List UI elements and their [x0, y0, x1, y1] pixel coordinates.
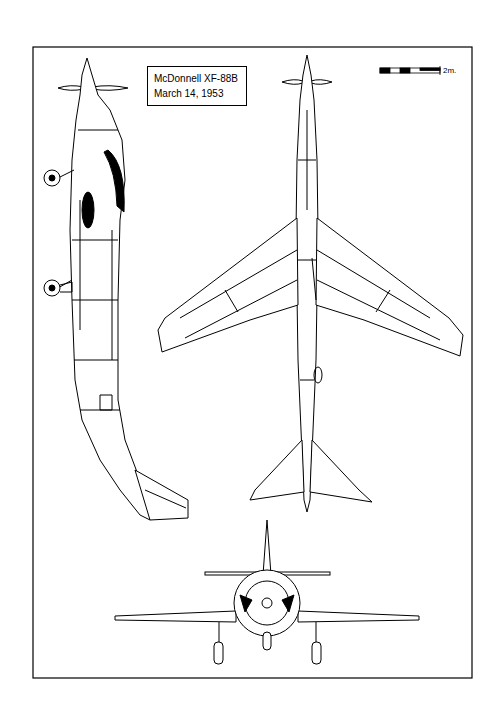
- title-box: McDonnell XF-88BMarch 14, 1953: [147, 66, 247, 106]
- drawing-date: March 14, 1953: [154, 86, 240, 101]
- scale-label: 2m.: [443, 66, 456, 75]
- aircraft-name: McDonnell XF-88B: [154, 71, 240, 86]
- front-view: [115, 520, 419, 664]
- top-view: [158, 55, 463, 512]
- side-view: [44, 58, 188, 520]
- sheet-frame: [33, 47, 472, 678]
- scale-bar: [380, 66, 440, 75]
